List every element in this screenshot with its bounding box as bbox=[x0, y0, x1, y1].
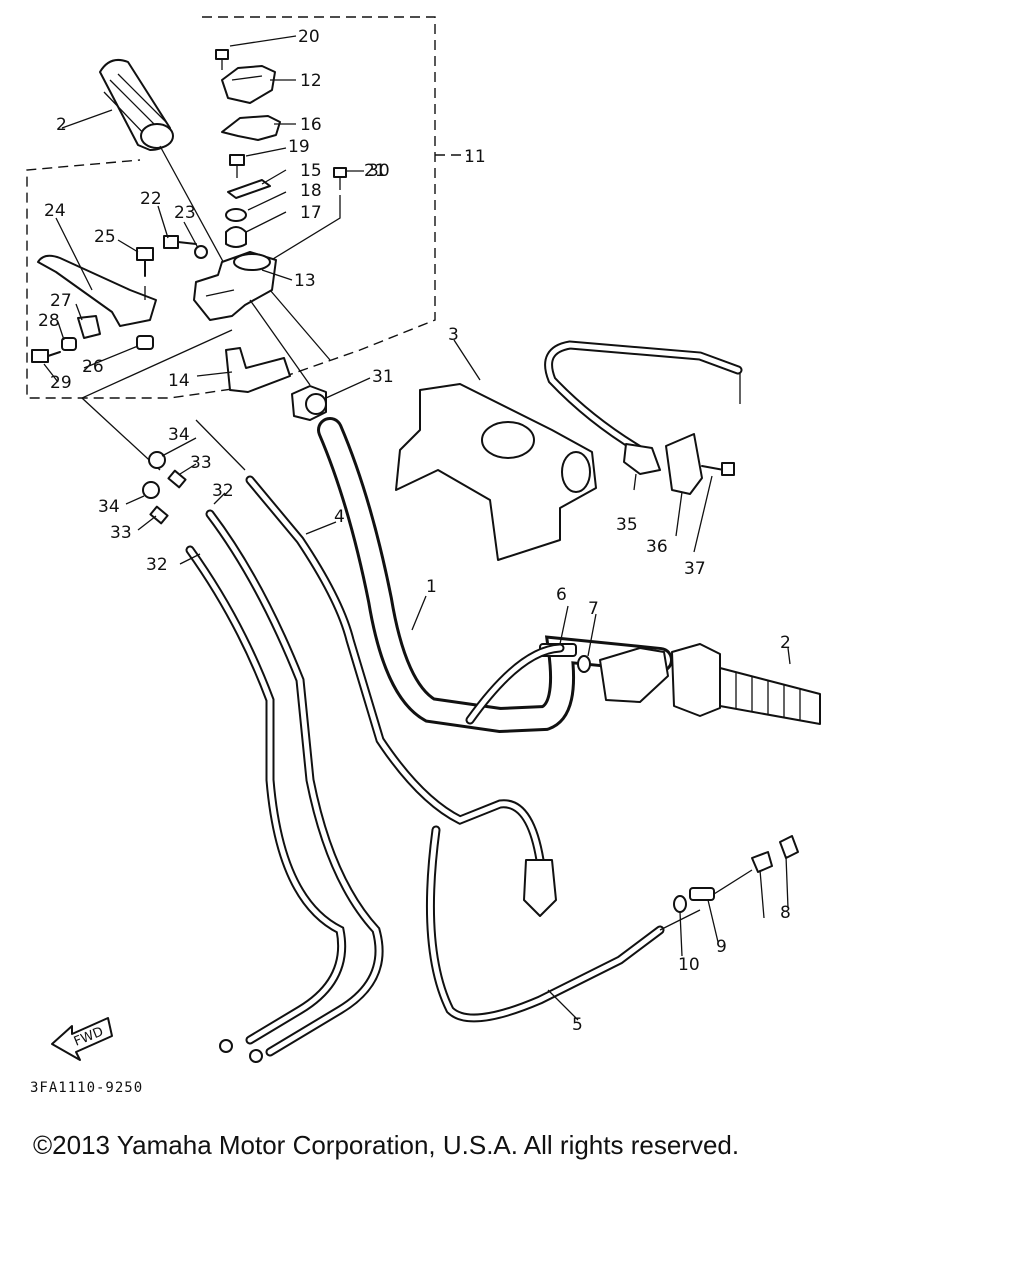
callout-37: 37 bbox=[684, 559, 706, 579]
callout-6: 6 bbox=[556, 585, 567, 605]
cover-31-bore bbox=[305, 393, 327, 415]
housing-cover bbox=[221, 65, 276, 104]
callout-14: 14 bbox=[168, 371, 190, 391]
callout-17: 17 bbox=[300, 203, 322, 223]
brake-cable-left bbox=[185, 545, 347, 1053]
locknut-34-lower bbox=[142, 481, 160, 499]
lever-housing bbox=[193, 251, 277, 321]
cable-4 bbox=[245, 475, 557, 917]
callout-7: 7 bbox=[588, 599, 599, 619]
callout-10: 10 bbox=[678, 955, 700, 975]
adjuster-assembly bbox=[673, 835, 799, 913]
callout-27: 27 bbox=[50, 291, 72, 311]
callout-30: 30 bbox=[368, 161, 390, 181]
cover-gasket bbox=[221, 115, 281, 141]
bolt-29 bbox=[31, 349, 61, 363]
switch-15 bbox=[225, 347, 291, 393]
nut-7 bbox=[577, 655, 591, 673]
upper-right-cable bbox=[544, 340, 743, 455]
washer-19 bbox=[225, 208, 247, 222]
throttle-housing bbox=[599, 643, 721, 717]
lever-16 bbox=[227, 179, 271, 199]
screw-30 bbox=[333, 167, 347, 190]
leader-lines bbox=[43, 35, 791, 1021]
callout-8: 8 bbox=[780, 903, 791, 923]
callout-18: 18 bbox=[300, 181, 322, 201]
callout-32: 32 bbox=[146, 555, 168, 575]
callout-25: 25 bbox=[94, 227, 116, 247]
callout-4: 4 bbox=[334, 507, 345, 527]
cap-35 bbox=[623, 443, 661, 475]
callout-29: 29 bbox=[50, 373, 72, 393]
screw-30-leader bbox=[267, 195, 341, 263]
callout-28: 28 bbox=[38, 311, 60, 331]
callout-33: 33 bbox=[190, 453, 212, 473]
callout-21: 21 bbox=[364, 161, 386, 181]
callout-24: 24 bbox=[44, 201, 66, 221]
callout-11: 11 bbox=[464, 147, 486, 167]
callout-2: 2 bbox=[780, 633, 791, 653]
cap-18 bbox=[225, 226, 247, 248]
callout-1: 1 bbox=[426, 577, 437, 597]
fwd-arrow: FWD bbox=[51, 1017, 113, 1061]
nut-26 bbox=[136, 335, 154, 350]
adjuster-33-lower bbox=[149, 505, 169, 525]
copyright-notice: ©2013 Yamaha Motor Corporation, U.S.A. A… bbox=[33, 1130, 740, 1160]
callout-layer: 1223456789101112131415161718192021222324… bbox=[38, 27, 791, 1035]
callout-35: 35 bbox=[616, 515, 638, 535]
callout-9: 9 bbox=[716, 937, 727, 957]
callout-3: 3 bbox=[448, 325, 459, 345]
callout-13: 13 bbox=[294, 271, 316, 291]
callout-2: 2 bbox=[56, 115, 67, 135]
bracket-36 bbox=[665, 433, 703, 495]
clamp-27 bbox=[77, 315, 101, 339]
handlebar-cover bbox=[395, 383, 597, 561]
callout-23: 23 bbox=[174, 203, 196, 223]
brake-cable-right bbox=[205, 509, 384, 1063]
handlebar bbox=[317, 417, 673, 734]
locknut-34-upper bbox=[148, 451, 166, 469]
collar-28 bbox=[61, 337, 77, 351]
callout-16: 16 bbox=[300, 115, 322, 135]
bolt-25 bbox=[136, 247, 154, 277]
lever-24 bbox=[37, 254, 157, 327]
adjuster-33-upper bbox=[167, 469, 187, 489]
callout-15: 15 bbox=[300, 161, 322, 181]
callout-32: 32 bbox=[212, 481, 234, 501]
callout-5: 5 bbox=[572, 1015, 583, 1035]
bolt-22 bbox=[163, 235, 197, 249]
callout-26: 26 bbox=[82, 357, 104, 377]
right-grip bbox=[719, 667, 821, 725]
callout-12: 12 bbox=[300, 71, 322, 91]
callout-31: 31 bbox=[372, 367, 394, 387]
screw-20 bbox=[229, 154, 245, 178]
left-grip bbox=[99, 59, 174, 151]
callout-36: 36 bbox=[646, 537, 668, 557]
grip-axis-line bbox=[159, 145, 233, 279]
bolt-37 bbox=[701, 462, 735, 476]
figure-code: 3FA1110-9250 bbox=[30, 1080, 144, 1096]
nut-23 bbox=[194, 245, 208, 259]
callout-19: 19 bbox=[288, 137, 310, 157]
callout-20: 20 bbox=[298, 27, 320, 47]
callout-34: 34 bbox=[168, 425, 190, 445]
callout-33: 33 bbox=[110, 523, 132, 543]
parts-diagram: FWD 122345678910111213141516171819202122… bbox=[26, 16, 821, 1063]
callout-22: 22 bbox=[140, 189, 162, 209]
screw-21 bbox=[215, 49, 229, 70]
assembly-leaders bbox=[80, 289, 331, 471]
throttle-cable bbox=[425, 643, 701, 1023]
callout-34: 34 bbox=[98, 497, 120, 517]
